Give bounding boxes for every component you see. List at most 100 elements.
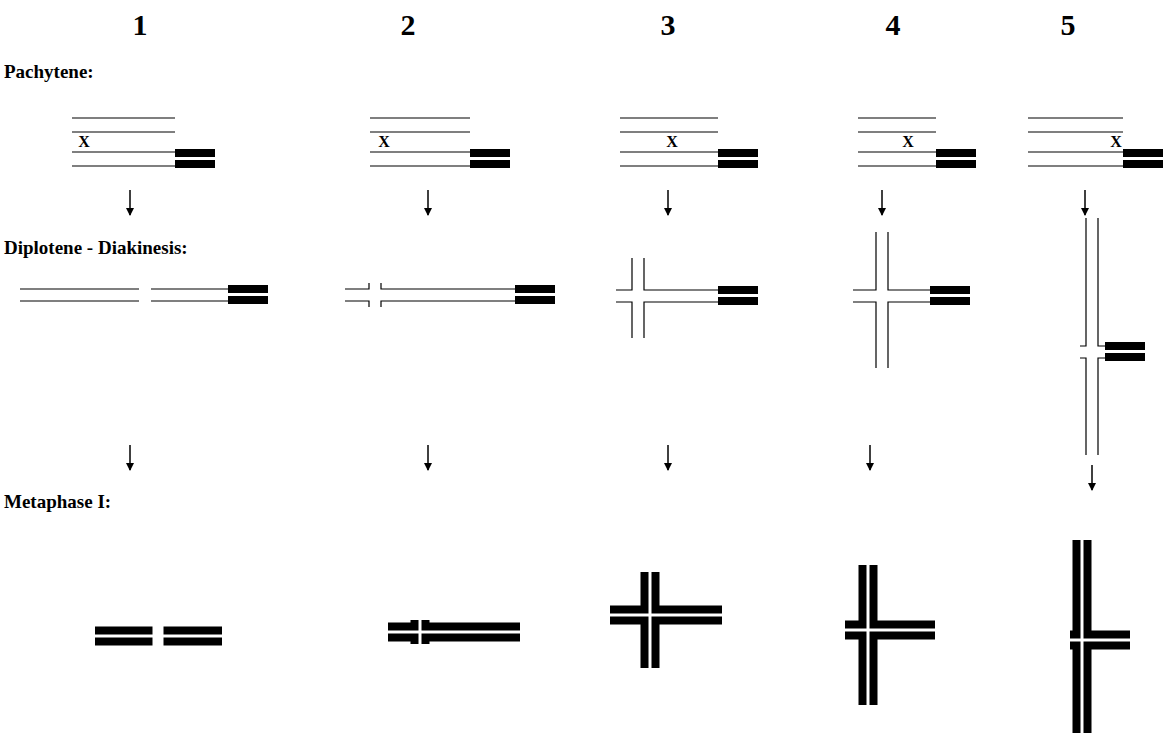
chromatid-outline [1098, 218, 1105, 346]
chromatid-line [1028, 151, 1123, 152]
chromatid-outline [345, 301, 369, 307]
centromere-bar [228, 285, 268, 293]
column-number: 5 [1061, 10, 1076, 40]
chromatid-arm [1088, 646, 1131, 734]
centromere-bar [470, 160, 510, 168]
chromatid-line [1028, 117, 1123, 118]
chromatid-line [370, 165, 470, 166]
chromatid-outline [644, 258, 718, 290]
crossover-mark: X [1109, 134, 1123, 150]
chromatid-arm [874, 636, 936, 706]
chromatid-arm [388, 638, 415, 645]
centromere-bar [515, 285, 555, 293]
centromere-bar [930, 297, 970, 305]
centromere-bar [930, 286, 970, 294]
chromatid-line [1028, 165, 1123, 166]
centromere-bar [175, 160, 215, 168]
chromatid-arm [656, 572, 723, 610]
arrow-head [1088, 483, 1096, 491]
arrow-head [126, 463, 134, 471]
arrow-head [664, 463, 672, 471]
centromere-bar [228, 296, 268, 304]
diplotene-row [20, 218, 1145, 455]
crossover-mark: X [901, 134, 915, 150]
chromatid-line [620, 131, 718, 132]
chromatid-line [858, 131, 936, 132]
centromere-bar [1123, 160, 1163, 168]
chromatid-arm [656, 621, 723, 669]
chromatid-outline [1080, 218, 1086, 346]
centromere-bar [175, 149, 215, 157]
arrow-head [878, 208, 886, 216]
chromatid-arm [845, 565, 863, 625]
chromatid-line [72, 151, 175, 152]
centromere-bar [470, 149, 510, 157]
chromatid-outline [345, 283, 369, 289]
pachytene-row [72, 118, 1163, 168]
chromatid-arm [95, 627, 153, 635]
chromatid-arm [874, 565, 936, 625]
centromere-bar [718, 297, 758, 305]
centromere-bar [1105, 342, 1145, 350]
stage-heading: Pachytene: [4, 62, 94, 81]
centromere-bar [936, 160, 976, 168]
chromatid-arm [1070, 540, 1077, 635]
centromere-bar [718, 149, 758, 157]
chromatid-arm [426, 620, 521, 627]
centromere-bar [1105, 353, 1145, 361]
stage-heading: Diplotene - Diakinesis: [4, 238, 188, 257]
centromere-bar [718, 160, 758, 168]
chromatid-outline [888, 232, 930, 290]
chromatid-arm [426, 638, 521, 645]
column-number: 4 [886, 10, 901, 40]
centromere-bar [718, 286, 758, 294]
arrow-head [424, 208, 432, 216]
chromatid-outline [1080, 358, 1086, 455]
chromatid-outline [151, 300, 228, 301]
column-number: 1 [133, 10, 148, 40]
centromere-bar [515, 296, 555, 304]
chromatid-outline [1098, 358, 1105, 455]
chromatid-line [72, 117, 175, 118]
column-number: 2 [401, 10, 416, 40]
chromatid-line [620, 151, 718, 152]
metaphase-row [95, 540, 1130, 733]
crossover-mark: X [77, 134, 91, 150]
arrow-head [1081, 208, 1089, 216]
chromatid-line [72, 131, 175, 132]
chromatid-arm [610, 621, 645, 669]
arrow-head [424, 463, 432, 471]
chromatid-line [858, 117, 936, 118]
arrow-head [664, 208, 672, 216]
chromatid-arm [164, 638, 223, 646]
chromatid-outline [20, 288, 139, 289]
chromatid-outline [888, 302, 930, 368]
chromatid-outline [616, 258, 632, 290]
centromere-bar [936, 149, 976, 157]
chromatid-outline [853, 232, 876, 290]
chromatid-line [370, 151, 470, 152]
chromatid-outline [644, 302, 718, 338]
chromatid-arm [95, 638, 153, 646]
chromatid-line [620, 117, 718, 118]
crossover-mark: X [665, 134, 679, 150]
chromatid-line [370, 131, 470, 132]
chromatid-outline [20, 300, 139, 301]
chromatid-arm [845, 636, 863, 706]
chromatid-outline [853, 302, 876, 368]
chromatid-arm [164, 627, 223, 635]
stage-arrows [126, 190, 1096, 491]
chromatid-line [72, 165, 175, 166]
chromatid-line [1028, 131, 1123, 132]
arrow-head [126, 208, 134, 216]
chromatid-arm [1088, 540, 1131, 635]
chromatid-outline [381, 283, 515, 289]
stage-heading: Metaphase I: [4, 492, 111, 511]
chromatid-arm [1070, 646, 1077, 734]
column-number: 3 [661, 10, 676, 40]
crossover-mark: X [377, 134, 391, 150]
chromatid-outline [151, 288, 228, 289]
arrow-head [866, 463, 874, 471]
